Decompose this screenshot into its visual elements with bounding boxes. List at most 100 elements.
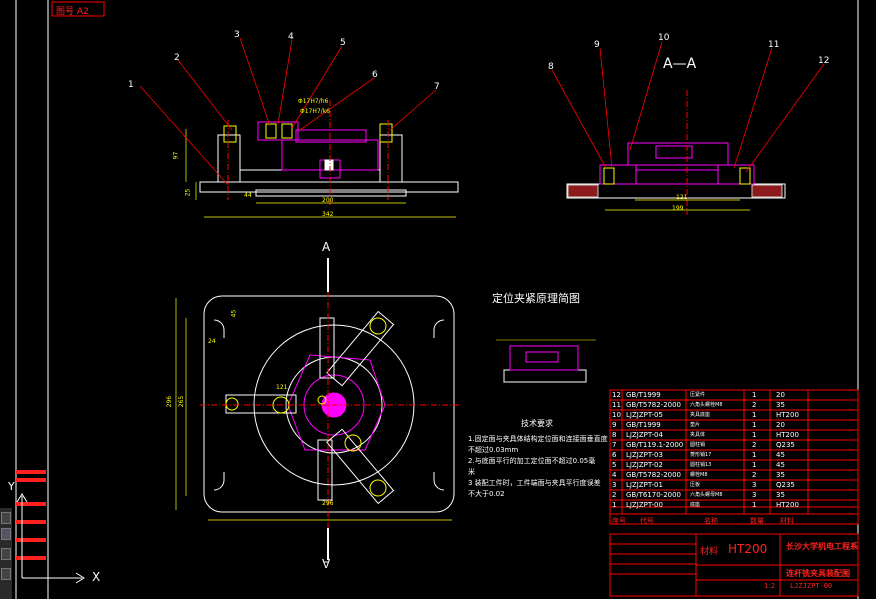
dim-section-outer: 199 [672, 205, 684, 212]
sheet-code: 图号 A2 [56, 7, 89, 17]
view-marker-top: A [322, 240, 331, 254]
school-name: 长沙大学机电工程系 [786, 542, 858, 551]
plan-view [175, 258, 460, 560]
bom-cell-mat: HT200 [776, 431, 799, 439]
side-toolbar [0, 508, 12, 599]
drawing-code: LJZJZPT-00 [790, 582, 833, 590]
bom-cell-std: LJZJZPT-04 [626, 431, 663, 439]
bom-cell-std: LJZJZPT-03 [626, 451, 663, 459]
toolbar-palette-button[interactable] [1, 528, 11, 540]
ucs-y-label: Y [8, 480, 15, 493]
bom-table-grid [609, 389, 859, 597]
bom-cell-mat: 20 [776, 421, 785, 429]
bom-cell-mat: HT200 [776, 501, 799, 509]
bom-cell-std: LJZJZPT-00 [626, 501, 663, 509]
balloon-5: 5 [340, 38, 346, 48]
bom-cell-mat: 35 [776, 401, 785, 409]
tech-item-5: 3 装配工件时，工件端面与夹具平行度误差 [468, 479, 601, 487]
tech-item-2: 不超过0.03mm [468, 446, 519, 454]
bom-cell-name: 压紧件 [690, 392, 706, 398]
view-marker-bottom: A [322, 556, 331, 570]
scale: 1:2 [764, 582, 776, 590]
dim-plan-left: 24 [208, 338, 216, 345]
dim-plan-height-outer: 296 [166, 395, 174, 408]
bom-cell-mat: Q235 [776, 481, 795, 489]
balloon-7: 7 [434, 82, 440, 92]
bom-cell-std: GB/T5782-2000 [626, 401, 682, 409]
bom-cell-mat: Q235 [776, 441, 795, 449]
bom-cell-qty: 3 [752, 481, 757, 489]
balloon-12: 12 [818, 56, 830, 66]
bom-cell-mat: 35 [776, 471, 785, 479]
toolbar-close-button[interactable] [1, 512, 11, 524]
bom-cell-no: 5 [612, 461, 617, 469]
bom-header-no: 序号 [612, 517, 626, 525]
drawing-name: 连杆铣夹具装配图 [786, 569, 850, 578]
bom-cell-qty: 1 [752, 431, 757, 439]
dim-section-inner: 121 [676, 194, 688, 201]
bom-cell-qty: 1 [752, 501, 757, 509]
dim-plan-center: 121 [276, 384, 288, 391]
dim-front-width-outer: 342 [322, 211, 334, 218]
bom-cell-qty: 1 [752, 421, 757, 429]
dim-front-mid: 44 [244, 192, 252, 199]
front-view [185, 100, 459, 218]
bom-cell-qty: 2 [752, 441, 757, 449]
sheet-code-box [51, 1, 105, 17]
section-view [566, 90, 786, 215]
tech-item-4: 米 [468, 468, 475, 476]
bom-cell-no: 12 [612, 391, 621, 399]
bom-cell-no: 1 [612, 501, 617, 509]
bom-cell-mat: HT200 [776, 411, 799, 419]
bom-cell-no: 6 [612, 451, 617, 459]
dim-front-fit-2: Φ17H7/k6 [300, 108, 330, 115]
dim-plan-width: 296 [322, 500, 334, 507]
bom-cell-name: 压板 [690, 482, 701, 488]
dim-front-small: 25 [184, 188, 192, 197]
balloon-2: 2 [174, 53, 180, 63]
tech-item-1: 1.固定面与夹具体结构定位面和连接面垂直度 [468, 435, 608, 443]
bom-cell-std: LJZJZPT-05 [626, 411, 663, 419]
bom-header-qty: 数量 [750, 517, 764, 525]
bom-cell-qty: 1 [752, 391, 757, 399]
balloon-4: 4 [288, 32, 294, 42]
bom-header-std: 代号 [640, 517, 654, 525]
bom-cell-qty: 1 [752, 451, 757, 459]
bom-cell-std: GB/T119.1-2000 [626, 441, 684, 449]
toolbar-lock-button[interactable] [1, 568, 11, 580]
bom-cell-no: 11 [612, 401, 621, 409]
balloon-1: 1 [128, 80, 134, 90]
ucs-x-label: X [92, 570, 101, 584]
bom-cell-name: 垫片 [690, 422, 701, 428]
toolbar-tool-button[interactable] [1, 548, 11, 560]
balloon-10: 10 [658, 33, 670, 43]
tech-requirements: 技术要求 1.固定面与夹具体结构定位面和连接面垂直度 不超过0.03mm 2.与… [468, 418, 608, 500]
material-value: HT200 [728, 542, 768, 556]
bom-cell-name: 夹具体 [690, 432, 706, 438]
bom-cell-std: LJZJZPT-01 [626, 481, 663, 489]
bom-cell-name: 夹具底座 [690, 412, 711, 418]
bom-header-mat: 材料 [780, 517, 794, 525]
bom-header-name: 名称 [704, 517, 718, 525]
balloon-3: 3 [234, 30, 240, 40]
dim-plan-top: 45 [230, 309, 238, 318]
dim-front-fit-1: Φ17H7/h6 [298, 98, 329, 105]
bom-cell-qty: 3 [752, 491, 757, 499]
bom-cell-no: 9 [612, 421, 617, 429]
dim-plan-height-inner: 265 [178, 395, 186, 408]
bom-cell-qty: 2 [752, 471, 757, 479]
section-title: A—A [663, 56, 697, 72]
tech-item-3: 2.与底面平行的加工定位面不超过0.05毫 [468, 457, 596, 465]
bom-cell-name: 菱形销17 [690, 452, 712, 458]
bom-cell-qty: 1 [752, 461, 757, 469]
bom-cell-std: LJZJZPT-02 [626, 461, 663, 469]
bom-cell-name: 圆柱销 [690, 442, 706, 448]
balloon-11: 11 [768, 40, 780, 50]
balloon-8: 8 [548, 62, 554, 72]
tech-title: 技术要求 [521, 419, 553, 428]
bom-cell-qty: 1 [752, 411, 757, 419]
bom-cell-qty: 2 [752, 401, 757, 409]
bom-cell-no: 2 [612, 491, 617, 499]
bom-cell-std: GB/T1999 [626, 421, 661, 429]
